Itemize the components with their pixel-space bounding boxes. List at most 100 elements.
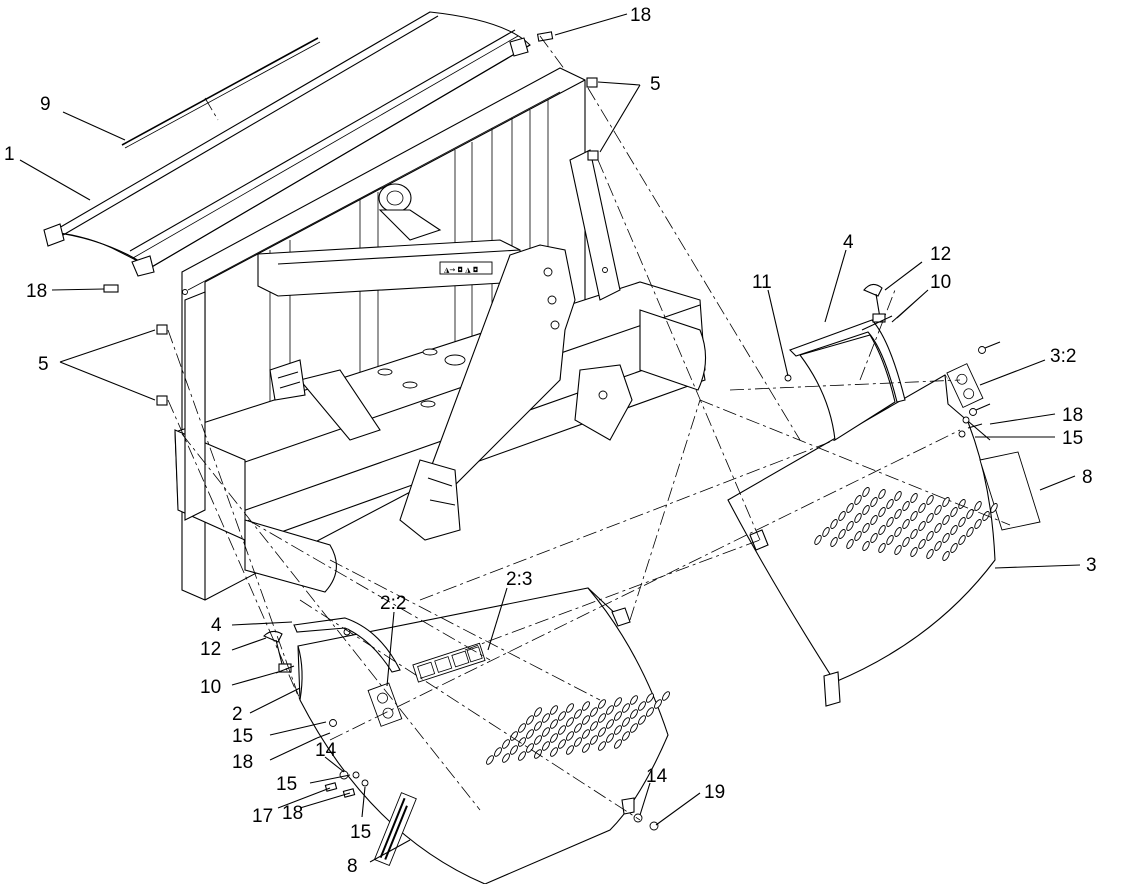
vent-hole [582, 701, 590, 711]
vent-hole [582, 743, 590, 753]
vent-hole [966, 527, 974, 537]
assembly-lines [167, 35, 1011, 821]
leader-lines [19, 13, 1081, 863]
callout-14: 14 [646, 766, 668, 787]
vent-hole [894, 545, 902, 555]
vent-hole [542, 727, 550, 737]
vent-hole [950, 543, 958, 553]
vent-hole [622, 703, 630, 713]
vent-hole [590, 735, 598, 745]
vent-hole [598, 727, 606, 737]
vent-hole [534, 721, 542, 731]
callout-18: 18 [1062, 405, 1083, 426]
vent-hole [526, 743, 534, 753]
vent-hole [902, 501, 910, 511]
vent-hole [558, 711, 566, 721]
vent-hole [582, 715, 590, 725]
vent-hole [846, 503, 854, 513]
callout-3: 3 [1086, 555, 1097, 576]
vent-hole [926, 513, 934, 523]
vent-hole [830, 519, 838, 529]
vent-hole [950, 525, 958, 535]
vent-hole [542, 713, 550, 723]
callout-18: 18 [232, 752, 253, 773]
callout-4: 4 [211, 615, 222, 636]
callout-2-3: 2:3 [506, 569, 532, 590]
vent-hole [862, 505, 870, 515]
vent-hole [518, 751, 526, 761]
vent-hole [502, 753, 510, 763]
callout-8: 8 [347, 856, 358, 877]
callout-3-2: 3:2 [1050, 346, 1076, 367]
vent-hole [526, 715, 534, 725]
vent-hole [598, 741, 606, 751]
vent-hole [838, 511, 846, 521]
vent-hole [630, 723, 638, 733]
vent-hole [550, 719, 558, 729]
vent-hole [958, 499, 966, 509]
loose-hardware [103, 31, 599, 406]
vent-hole [494, 747, 502, 757]
vent-hole [638, 715, 646, 725]
vent-hole [550, 747, 558, 757]
callout-5: 5 [38, 354, 49, 375]
vent-hole [894, 509, 902, 519]
vent-hole [926, 549, 934, 559]
vent-hole [974, 519, 982, 529]
callout-labels: 18 9 1 5 18 5 4 12 11 10 3:2 18 15 8 3 2… [4, 5, 1097, 877]
callout-2: 2 [232, 704, 243, 725]
callout-5: 5 [650, 74, 661, 95]
callout-8: 8 [1082, 467, 1093, 488]
vent-hole [862, 541, 870, 551]
vent-hole [926, 495, 934, 505]
vent-hole [862, 487, 870, 497]
vent-hole [534, 735, 542, 745]
callout-19: 19 [704, 782, 725, 803]
vent-hole [606, 719, 614, 729]
vent-hole [518, 737, 526, 747]
vent-hole [654, 699, 662, 709]
vent-hole [934, 505, 942, 515]
vent-hole [878, 525, 886, 535]
vent-hole [878, 543, 886, 553]
vent-hole [934, 523, 942, 533]
vent-hole [878, 507, 886, 517]
vent-hole [566, 731, 574, 741]
vent-hole [870, 533, 878, 543]
vent-hole [510, 745, 518, 755]
vent-hole [814, 535, 822, 545]
vent-hole [854, 531, 862, 541]
callout-18: 18 [26, 281, 47, 302]
left-shield-assembly [263, 587, 670, 884]
vent-hole [518, 723, 526, 733]
vent-hole [550, 733, 558, 743]
vent-hole [894, 527, 902, 537]
vent-hole [918, 539, 926, 549]
callout-11: 11 [752, 272, 772, 293]
vent-hole [886, 517, 894, 527]
callout-14: 14 [315, 740, 337, 761]
vent-hole [918, 503, 926, 513]
callout-1: 1 [4, 144, 15, 165]
callout-18: 18 [630, 5, 651, 26]
vent-hole [550, 705, 558, 715]
callout-4: 4 [843, 232, 854, 253]
right-shield-assembly [727, 283, 1041, 707]
vent-hole [534, 707, 542, 717]
vent-hole [910, 547, 918, 557]
vent-hole [598, 713, 606, 723]
vent-hole [582, 729, 590, 739]
vent-hole [542, 741, 550, 751]
vent-hole [822, 527, 830, 537]
vent-hole [662, 691, 670, 701]
top-cover-assembly [43, 11, 531, 277]
vent-hole [558, 739, 566, 749]
vent-hole [614, 697, 622, 707]
callout-12: 12 [200, 639, 221, 660]
vent-hole [646, 707, 654, 717]
callout-10: 10 [930, 272, 951, 293]
vent-hole [910, 511, 918, 521]
vent-hole [870, 515, 878, 525]
vent-hole [614, 725, 622, 735]
vent-hole [870, 497, 878, 507]
